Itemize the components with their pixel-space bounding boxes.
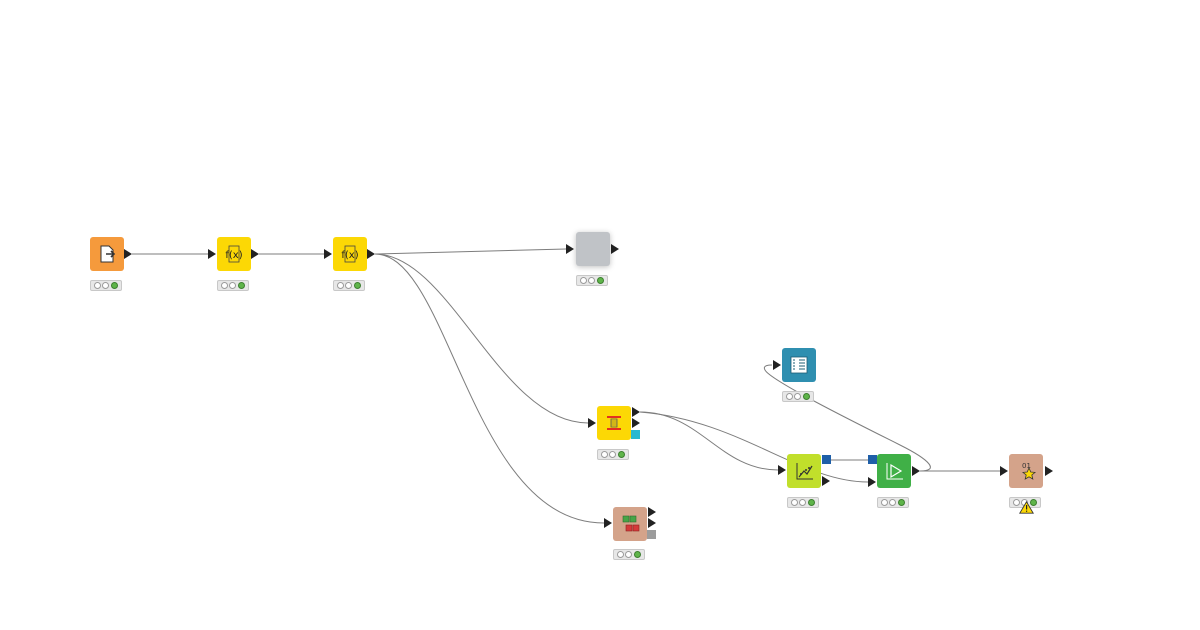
status-light [790, 499, 798, 506]
column-splitter-node[interactable] [613, 507, 647, 541]
table-reader-node[interactable] [90, 237, 124, 271]
svg-text:01: 01 [1022, 462, 1031, 470]
status-light-executed [238, 282, 246, 289]
output-port-n10[interactable] [1045, 466, 1053, 476]
status-light [616, 551, 624, 558]
status-n8 [877, 497, 909, 508]
output-port-n6-a[interactable] [648, 507, 656, 517]
status-n7 [787, 497, 819, 508]
connection-n3-n6[interactable] [374, 253, 605, 524]
learner-node[interactable] [787, 454, 821, 488]
output-port-n7[interactable] [822, 476, 830, 486]
view-node[interactable] [782, 348, 816, 382]
status-light [889, 499, 897, 506]
scorer-star-icon: 01 [1021, 462, 1037, 480]
math-formula-icon: f(x) [341, 245, 359, 263]
status-light [220, 282, 228, 289]
scorer-node[interactable]: 01 [1009, 454, 1043, 488]
status-n1 [90, 280, 122, 291]
status-light [93, 282, 101, 289]
table-view-icon [790, 356, 808, 374]
predictor-icon [886, 463, 903, 480]
status-light [880, 499, 888, 506]
status-light [785, 393, 793, 400]
output-port-n8[interactable] [912, 466, 920, 476]
connection-n5-n7[interactable] [639, 411, 779, 471]
model-output-port-n7[interactable] [822, 455, 831, 464]
status-light-executed [898, 499, 906, 506]
flow-variable-port-n5[interactable] [631, 430, 640, 439]
status-light-executed [618, 451, 626, 458]
status-light [345, 282, 353, 289]
input-port-n8[interactable] [868, 477, 876, 487]
status-light [229, 282, 237, 289]
input-port-n10[interactable] [1000, 466, 1008, 476]
status-light-executed [1030, 499, 1038, 506]
math-formula-node-1[interactable]: f(x) [217, 237, 251, 271]
status-light [336, 282, 344, 289]
status-n4 [576, 275, 608, 286]
connection-n3-n5[interactable] [374, 253, 589, 424]
connection-n5-n8[interactable] [639, 411, 869, 483]
connection-n3-n4[interactable] [374, 248, 567, 255]
status-light-executed [634, 551, 642, 558]
learner-chart-icon [796, 463, 813, 480]
status-light [579, 277, 587, 284]
status-n3 [333, 280, 365, 291]
table-port-n6[interactable] [647, 530, 656, 539]
output-port-n5-a[interactable] [632, 407, 640, 417]
connection-n8-n9[interactable] [763, 364, 931, 472]
math-formula-node-2[interactable]: f(x) [333, 237, 367, 271]
partitioning-icon [607, 416, 621, 430]
output-port-n3[interactable] [367, 249, 375, 259]
split-columns-icon [622, 515, 640, 532]
input-port-n6[interactable] [604, 518, 612, 528]
status-light-executed [808, 499, 816, 506]
status-light-executed [354, 282, 362, 289]
component-node[interactable] [576, 232, 610, 266]
status-light [588, 277, 596, 284]
output-port-n6-b[interactable] [648, 518, 656, 528]
status-light-executed [803, 393, 811, 400]
input-port-n9[interactable] [773, 360, 781, 370]
status-light [609, 451, 617, 458]
status-light [1012, 499, 1020, 506]
status-light [625, 551, 633, 558]
status-n5 [597, 449, 629, 460]
input-port-n7[interactable] [778, 465, 786, 475]
input-port-n2[interactable] [208, 249, 216, 259]
status-n9 [782, 391, 814, 402]
predictor-node[interactable] [877, 454, 911, 488]
math-formula-icon: f(x) [225, 245, 243, 263]
status-light-executed [111, 282, 119, 289]
output-port-n2[interactable] [251, 249, 259, 259]
file-reader-icon [100, 245, 116, 263]
status-n2 [217, 280, 249, 291]
output-port-n4[interactable] [611, 244, 619, 254]
status-light [600, 451, 608, 458]
svg-text:f(x): f(x) [341, 250, 358, 261]
component-icon [576, 232, 610, 266]
partitioning-node[interactable] [597, 406, 631, 440]
status-light [794, 393, 802, 400]
input-port-n3[interactable] [324, 249, 332, 259]
output-port-n1[interactable] [124, 249, 132, 259]
status-light-executed [597, 277, 605, 284]
warning-icon[interactable] [1019, 501, 1034, 514]
model-input-port-n8[interactable] [868, 455, 877, 464]
status-light [102, 282, 110, 289]
input-port-n5[interactable] [588, 418, 596, 428]
output-port-n5-b[interactable] [632, 418, 640, 428]
input-port-n4[interactable] [566, 244, 574, 254]
status-n6 [613, 549, 645, 560]
svg-text:f(x): f(x) [225, 250, 242, 261]
status-light [799, 499, 807, 506]
